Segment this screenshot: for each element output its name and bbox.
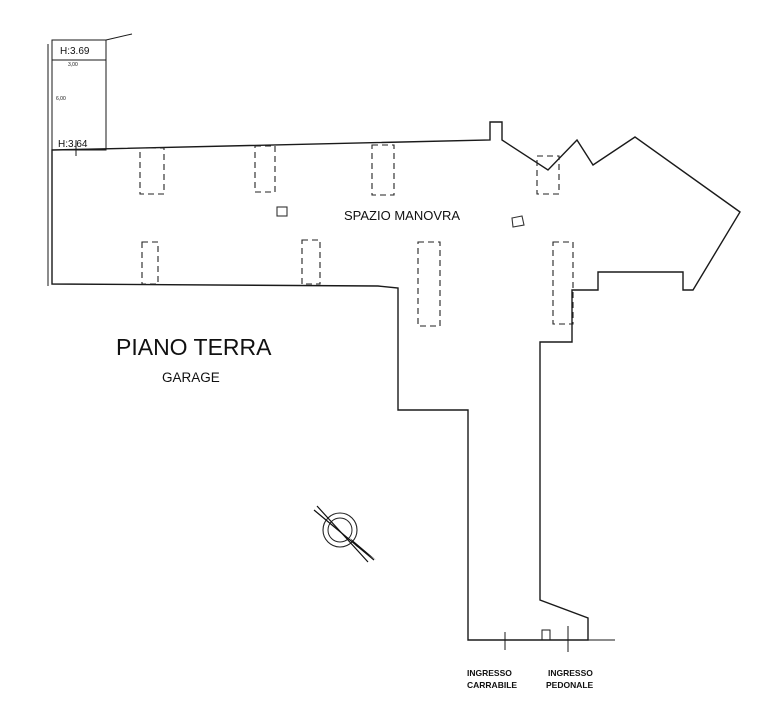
parking-bay (254, 145, 276, 193)
compass-north-arrow-icon (313, 505, 376, 563)
vehicle-entrance-label-line2: CARRABILE (467, 680, 517, 690)
parking-bays (139, 144, 574, 327)
pillar (276, 206, 288, 217)
parking-bay (552, 241, 574, 325)
pedestrian-entrance-label-line1: INGRESSO (548, 668, 593, 678)
pedestrian-door (541, 629, 551, 641)
pillar (511, 215, 525, 228)
parking-bay (536, 155, 560, 195)
dimension-width: 3,00 (68, 62, 78, 68)
parking-bay (139, 147, 165, 195)
garage-outline (51, 121, 741, 641)
storage-room (47, 33, 133, 286)
parking-bay (301, 239, 321, 285)
parking-bay (417, 241, 441, 327)
pedestrian-entrance-label-line2: PEDONALE (546, 680, 594, 690)
plan-subtitle: GARAGE (162, 370, 220, 385)
dimension-length: 6,00 (56, 96, 66, 102)
parking-bay (371, 144, 395, 196)
height-label-upper: H:3.69 (60, 46, 90, 57)
parking-bay (141, 241, 159, 285)
room-label: SPAZIO MANOVRA (344, 208, 460, 223)
plan-title: PIANO TERRA (116, 334, 272, 360)
vehicle-entrance-label-line1: INGRESSO (467, 668, 512, 678)
height-label-lower: H:3.64 (58, 139, 88, 150)
